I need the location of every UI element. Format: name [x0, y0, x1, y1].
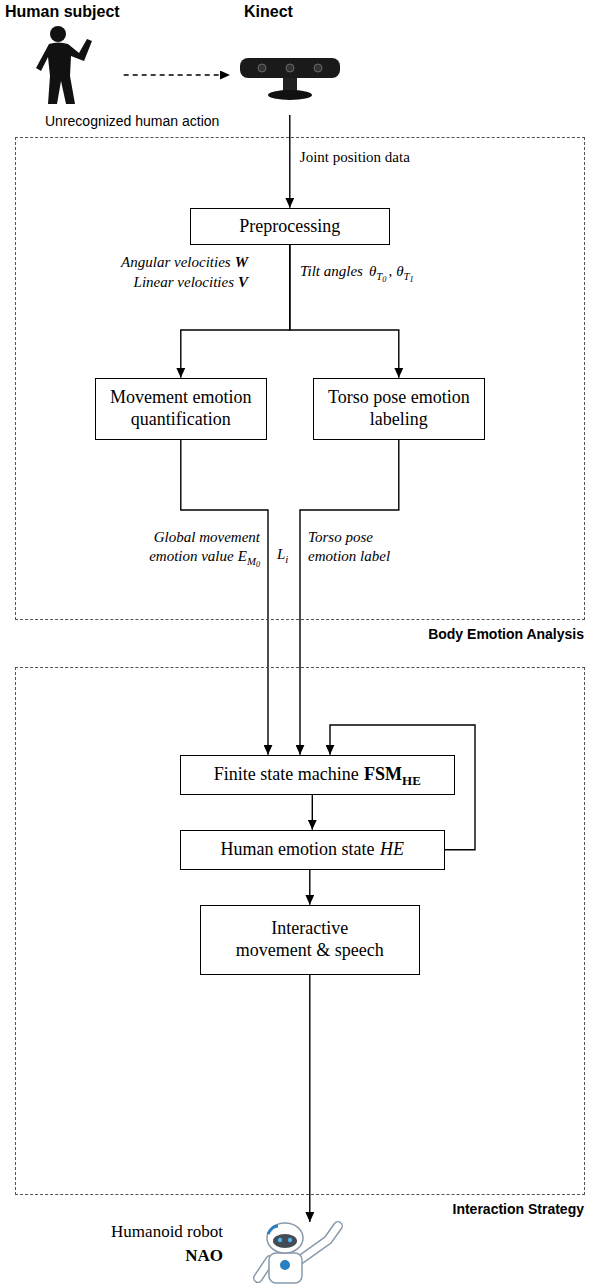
- annotation-text: L: [277, 546, 285, 562]
- dashed-region: Body Emotion AnalysisPreprocessingMoveme…: [15, 137, 585, 620]
- annotation-text: V: [238, 274, 248, 290]
- node-text: FSM: [364, 764, 402, 784]
- process-box: Interactive movement & speech: [200, 905, 420, 975]
- annotation-group: Unrecognized human action: [45, 113, 255, 131]
- annotation-group: Li: [277, 545, 299, 564]
- node-text: Preprocessing: [239, 216, 340, 236]
- text-holder: Preprocessing: [239, 216, 340, 238]
- node-text: HE: [402, 773, 421, 788]
- kinect-sensor: [240, 58, 340, 100]
- node-text: HE: [380, 839, 404, 859]
- annotation-text: θ: [396, 263, 403, 279]
- annotation-text: 0: [256, 560, 260, 569]
- node-text: Humanoid robot: [95, 1222, 223, 1242]
- node-text: Interactive movement & speech: [236, 918, 384, 960]
- connector-arrow: [290, 245, 399, 378]
- node-text: Human subject: [5, 3, 120, 21]
- text-holder: Human emotion stateHE: [221, 839, 404, 861]
- annotation-group: Angular velocitiesW: [88, 253, 248, 272]
- annotation-text: ,: [388, 263, 392, 279]
- annotation-text: Linear velocities: [134, 274, 234, 290]
- text-holder: Torso pose emotion labeling: [322, 387, 476, 430]
- connector-arrow: [289, 115, 290, 208]
- annotation-text: E: [238, 548, 247, 564]
- robot-node: Humanoid robotNAO: [95, 1222, 350, 1282]
- annotation-group: Torso pose emotion label: [308, 528, 413, 566]
- annotation-text: Torso pose emotion label: [308, 529, 390, 564]
- device-node: Kinect: [232, 3, 347, 113]
- annotation-text: Angular velocities: [121, 254, 231, 270]
- node-text: Human emotion state: [221, 839, 375, 859]
- node-text: Kinect: [232, 3, 347, 21]
- process-box: Preprocessing: [190, 208, 390, 245]
- process-box: Movement emotion quantification: [95, 378, 267, 440]
- connector-arrow: [312, 795, 313, 830]
- annotation-group: Global movement emotion valueEM0: [104, 528, 260, 566]
- text-holder: Movement emotion quantification: [104, 387, 258, 430]
- text-holder: Finite state machineFSMHE: [214, 764, 421, 786]
- figure-node: Human subject: [5, 3, 120, 108]
- region-title: Body Emotion Analysis: [428, 626, 584, 642]
- dashed-region: Interaction StrategyFinite state machine…: [15, 667, 585, 1195]
- annotation-text: i: [285, 553, 288, 565]
- annotation-text: T: [404, 270, 410, 282]
- state-box: Human emotion stateHE: [180, 830, 445, 870]
- edge-label: Joint position data: [298, 149, 412, 166]
- annotation-text: Tilt angles: [300, 263, 363, 279]
- connector-arrow: [309, 975, 310, 1222]
- annotation-text: T: [376, 270, 382, 282]
- node-text: Torso pose emotion labeling: [328, 387, 470, 429]
- annotation-text: M: [247, 555, 256, 567]
- annotation-text: 0: [382, 275, 386, 284]
- connector-arrow: [181, 440, 268, 755]
- connector-arrow: [124, 74, 230, 75]
- annotation-group: Tilt anglesθT0,θT1: [300, 262, 490, 281]
- annotation-text: Unrecognized human action: [45, 113, 219, 129]
- annotation-text: W: [235, 254, 248, 270]
- process-box: Torso pose emotion labeling: [313, 378, 485, 440]
- connector-arrow: [309, 870, 310, 905]
- nao-robot: [258, 1223, 338, 1283]
- connector-arrow: [300, 440, 399, 755]
- node-text: Finite state machine: [214, 764, 359, 784]
- annotation-text: 1: [410, 275, 414, 284]
- text-holder: Interactive movement & speech: [232, 918, 387, 961]
- human-silhouette: [36, 26, 92, 104]
- state-machine-box: Finite state machineFSMHE: [180, 755, 455, 795]
- annotation-text: θ: [369, 263, 376, 279]
- node-text: Movement emotion quantification: [110, 387, 251, 429]
- region-title: Interaction Strategy: [453, 1201, 584, 1217]
- annotation-group: Linear velocitiesV: [88, 273, 248, 292]
- node-text: NAO: [95, 1246, 223, 1266]
